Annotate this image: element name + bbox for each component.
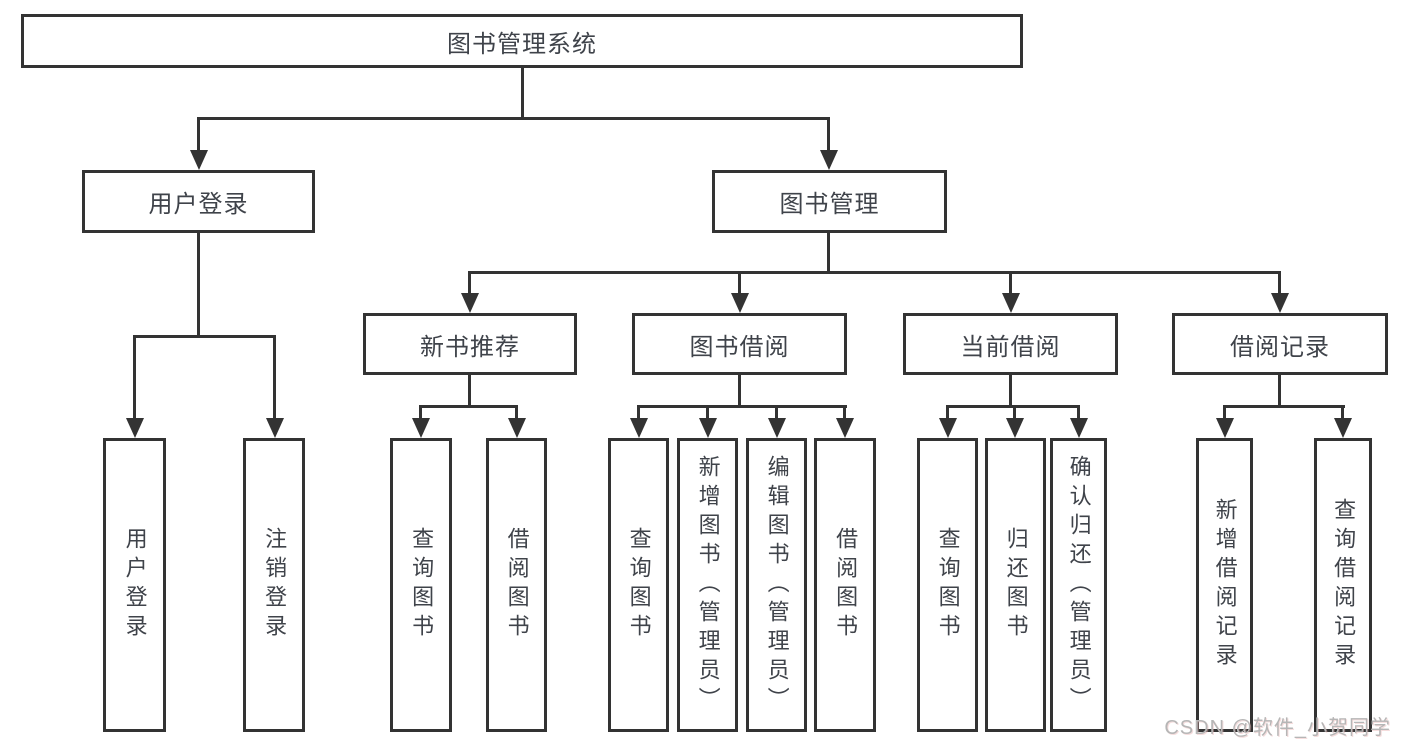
connector-line	[419, 407, 422, 422]
leaf-query-books-borrowing: 查询图书	[608, 438, 669, 732]
node-new-book-recommend: 新书推荐	[363, 313, 577, 375]
arrowhead-down-icon	[1070, 418, 1088, 438]
arrowhead-down-icon	[1271, 293, 1289, 313]
connector-line	[843, 407, 846, 422]
arrowhead-down-icon	[1216, 418, 1234, 438]
connector-line	[197, 117, 830, 120]
arrowhead-down-icon	[630, 418, 648, 438]
connector-line	[946, 405, 1080, 408]
connector-line	[1223, 407, 1226, 422]
leaf-label: 新增借阅记录	[1212, 498, 1238, 672]
connector-line	[1341, 407, 1344, 422]
arrowhead-down-icon	[939, 418, 957, 438]
arrowhead-down-icon	[731, 293, 749, 313]
node-label: 图书借阅	[689, 333, 790, 361]
arrowhead-down-icon	[126, 418, 144, 438]
leaf-label: 借阅图书	[833, 527, 859, 643]
node-label: 当前借阅	[960, 333, 1061, 361]
leaf-label: 注销登录	[262, 527, 288, 643]
arrowhead-down-icon	[461, 293, 479, 313]
leaf-logout: 注销登录	[243, 438, 305, 732]
node-book-management: 图书管理	[712, 170, 947, 233]
leaf-label: 借阅图书	[504, 527, 530, 643]
leaf-label: 查询图书	[626, 527, 652, 643]
arrowhead-down-icon	[820, 150, 838, 170]
arrowhead-down-icon	[699, 418, 717, 438]
arrowhead-down-icon	[1002, 293, 1020, 313]
connector-line	[827, 119, 830, 156]
leaf-label: 确认归还（管理员）	[1066, 454, 1092, 716]
connector-line	[775, 407, 778, 422]
connector-line	[1009, 273, 1012, 297]
connector-line	[706, 407, 709, 422]
leaf-query-books-recommend: 查询图书	[390, 438, 452, 732]
connector-line	[273, 337, 276, 422]
connector-line	[521, 68, 524, 119]
connector-line	[738, 273, 741, 297]
node-label: 借阅记录	[1230, 333, 1330, 361]
leaf-borrow-books-recommend: 借阅图书	[486, 438, 547, 732]
connector-line	[1013, 407, 1016, 422]
connector-line	[133, 337, 136, 422]
connector-line	[468, 375, 471, 407]
leaf-add-book-admin: 新增图书（管理员）	[677, 438, 738, 732]
connector-line	[515, 407, 518, 422]
connector-line	[1278, 375, 1281, 407]
node-library-management-system: 图书管理系统	[21, 14, 1023, 68]
arrowhead-down-icon	[768, 418, 786, 438]
arrowhead-down-icon	[412, 418, 430, 438]
connector-line	[197, 119, 200, 156]
connector-line	[637, 405, 847, 408]
leaf-query-borrow-record: 查询借阅记录	[1314, 438, 1372, 732]
leaf-label: 用户登录	[122, 527, 148, 643]
connector-line	[1009, 375, 1012, 407]
arrowhead-down-icon	[266, 418, 284, 438]
arrowhead-down-icon	[1334, 418, 1352, 438]
arrowhead-down-icon	[508, 418, 526, 438]
leaf-add-borrow-record: 新增借阅记录	[1196, 438, 1253, 732]
leaf-label: 编辑图书（管理员）	[764, 454, 790, 716]
leaf-label: 查询图书	[935, 527, 961, 643]
csdn-watermark: CSDN @软件_小贺同学	[1164, 717, 1391, 739]
arrowhead-down-icon	[836, 418, 854, 438]
arrowhead-down-icon	[190, 150, 208, 170]
connector-line	[637, 407, 640, 422]
node-label: 新书推荐	[420, 333, 520, 361]
node-borrowing-records: 借阅记录	[1172, 313, 1388, 375]
connector-line	[197, 233, 200, 337]
connector-line	[133, 335, 276, 338]
node-label: 用户登录	[148, 191, 249, 218]
node-label: 图书管理	[779, 191, 880, 218]
leaf-return-books: 归还图书	[985, 438, 1046, 732]
connector-line	[1077, 407, 1080, 422]
connector-line	[738, 375, 741, 407]
connector-line	[946, 407, 949, 422]
leaf-borrow-books-borrowing: 借阅图书	[814, 438, 876, 732]
connector-line	[1278, 273, 1281, 297]
arrowhead-down-icon	[1006, 418, 1024, 438]
node-user-login: 用户登录	[82, 170, 315, 233]
node-current-borrowing: 当前借阅	[903, 313, 1118, 375]
leaf-label: 归还图书	[1003, 527, 1029, 643]
node-book-borrowing: 图书借阅	[632, 313, 847, 375]
leaf-query-books-current: 查询图书	[917, 438, 978, 732]
connector-line	[827, 233, 830, 273]
leaf-label: 查询图书	[409, 527, 435, 643]
leaf-label: 新增图书（管理员）	[695, 454, 721, 716]
leaf-user-login: 用户登录	[103, 438, 166, 732]
connector-line	[468, 271, 1281, 274]
leaf-confirm-return-admin: 确认归还（管理员）	[1050, 438, 1107, 732]
leaf-edit-book-admin: 编辑图书（管理员）	[746, 438, 807, 732]
connector-line	[1223, 405, 1345, 408]
connector-line	[468, 273, 471, 297]
node-label: 图书管理系统	[447, 30, 597, 58]
leaf-label: 查询借阅记录	[1331, 498, 1357, 672]
connector-line	[419, 405, 518, 408]
